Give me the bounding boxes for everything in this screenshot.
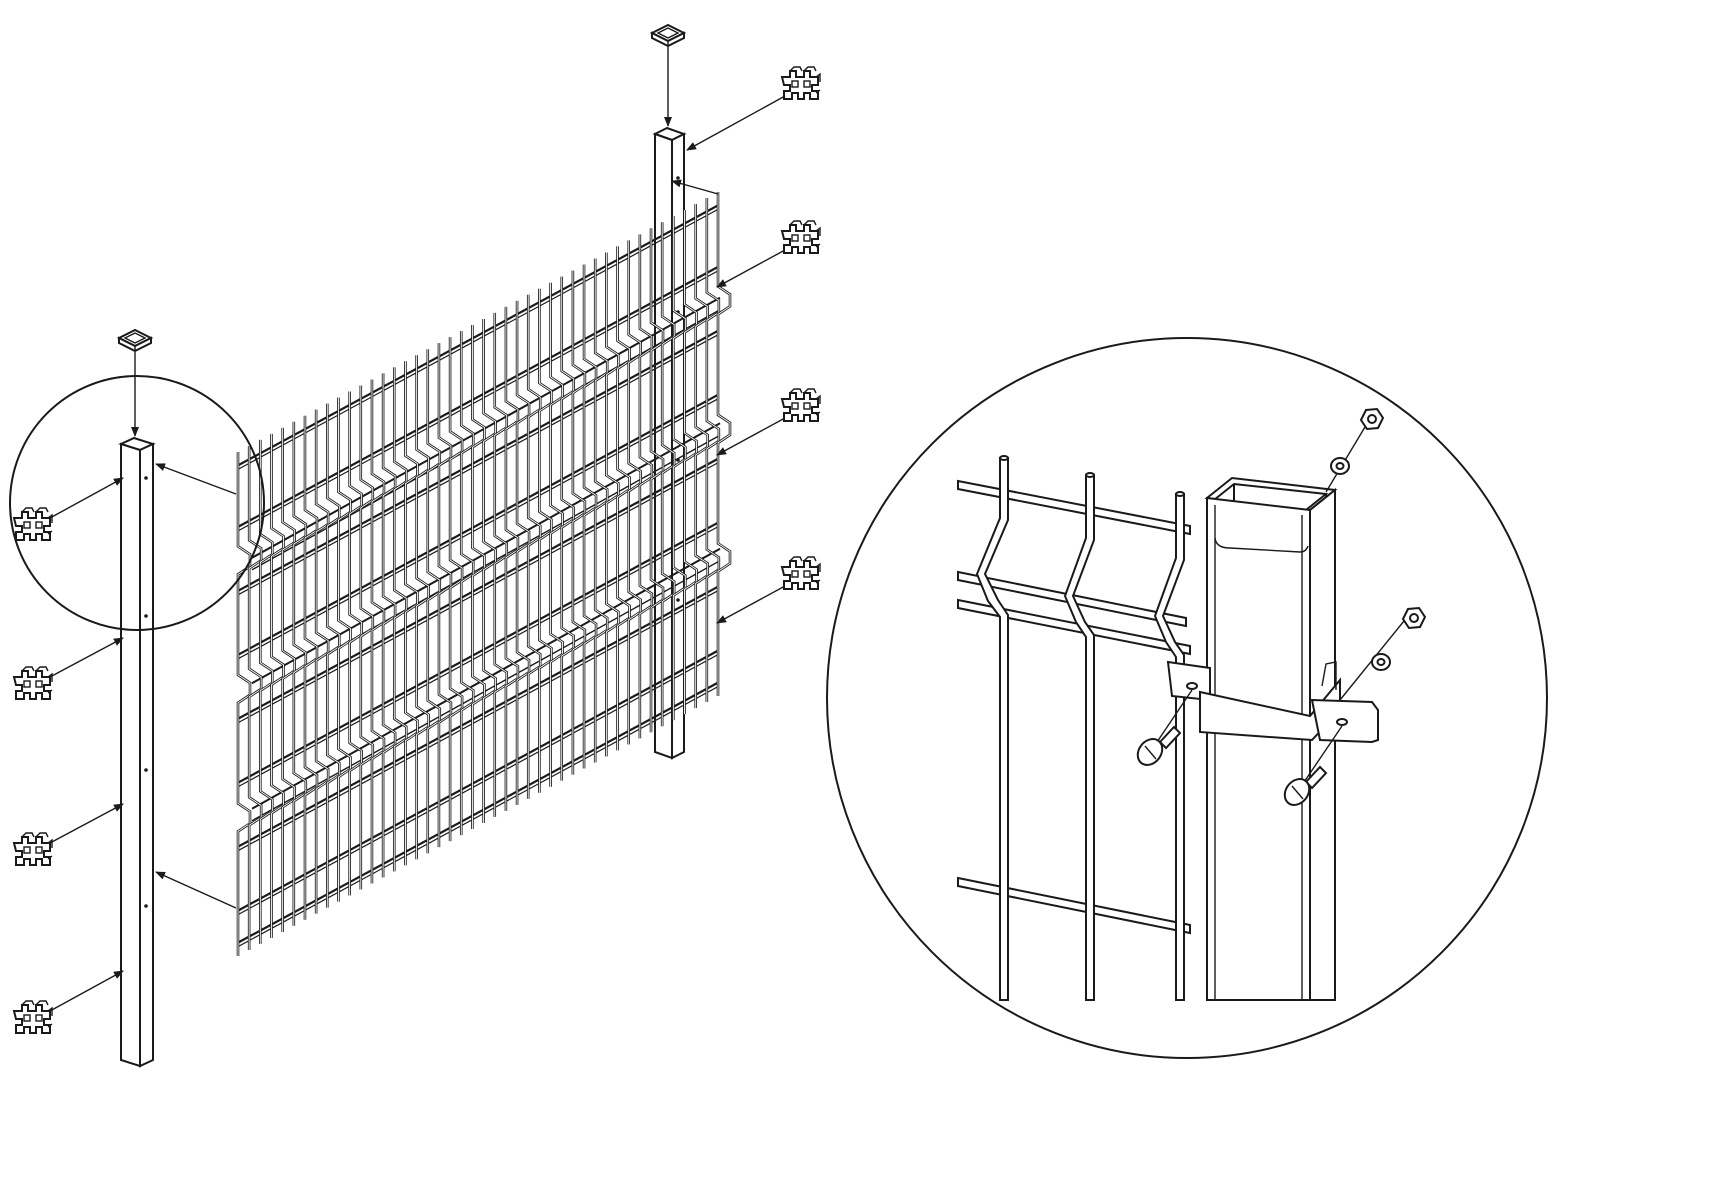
panel-arrows — [155, 179, 719, 909]
detail-bolt-right — [1283, 725, 1343, 806]
mesh-panel — [236, 192, 732, 956]
detail-vertical-wires — [975, 455, 1185, 1001]
mounting-clamps-right — [686, 66, 821, 624]
detail-view — [826, 337, 1548, 1059]
mounting-clamps-left — [13, 477, 124, 1034]
detail-washer-nut-bottom — [1339, 606, 1427, 701]
post-cap-left — [118, 329, 152, 352]
post-cap-right — [651, 24, 685, 47]
detail-callout-circle — [9, 375, 265, 631]
detail-washer-nut-top — [1325, 407, 1385, 493]
detail-post — [1204, 476, 1338, 1001]
mounting-clamp-detail — [1166, 660, 1379, 744]
detail-bolt-left — [1136, 689, 1193, 766]
post-left — [118, 436, 156, 1068]
